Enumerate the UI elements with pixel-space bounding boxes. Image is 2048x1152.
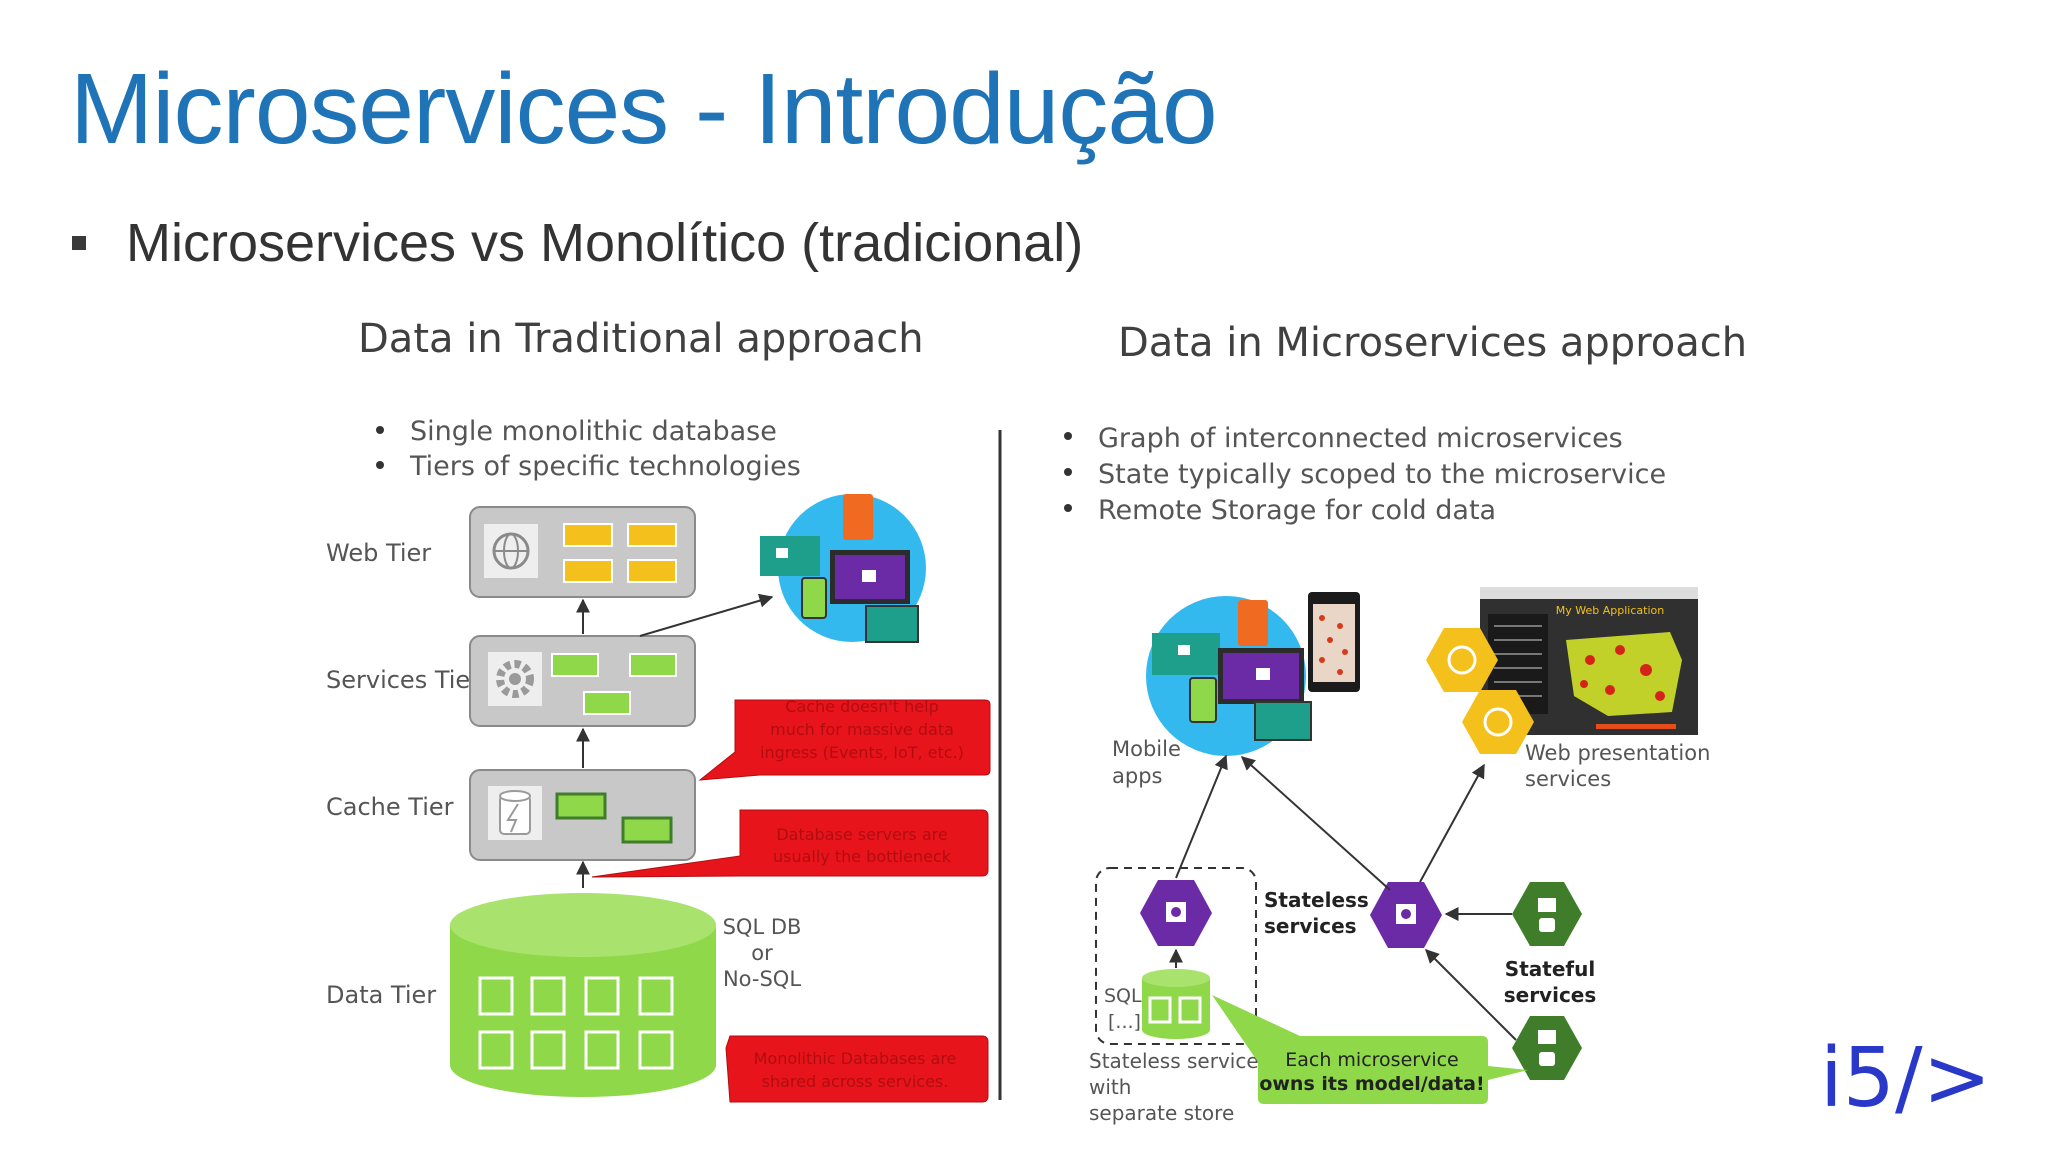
separate-store-group	[1095, 867, 1257, 1045]
gear-icon	[496, 660, 534, 698]
bullet-dot-icon	[1064, 432, 1072, 440]
bullet-dot-icon	[376, 426, 384, 434]
slide-bullet-text: Microservices vs Monolítico (tradicional…	[126, 213, 1084, 273]
stateless-label: Stateless	[1264, 888, 1369, 912]
data-tier-label: Data Tier	[326, 981, 436, 1009]
bullet-square-icon	[72, 236, 86, 250]
stateful-label: Stateful	[1505, 957, 1595, 981]
bullet-dot-icon	[1064, 504, 1072, 512]
microservices-bullet: Remote Storage for cold data	[1098, 495, 1496, 526]
traditional-bullet: Tiers of specific technologies	[409, 451, 801, 482]
services-tier-box	[469, 635, 696, 727]
db-type-label: SQL DB	[723, 915, 802, 939]
cache-icon	[499, 790, 531, 835]
services-tier-label: Services Tier	[326, 666, 480, 694]
cache-tier-label: Cache Tier	[326, 793, 454, 821]
cache-tier-box	[469, 769, 696, 861]
web-tier-box	[469, 506, 696, 598]
callout-text: ingress (Events, IoT, etc.)	[760, 743, 964, 762]
callout-text: much for massive data	[770, 720, 954, 739]
db-type-label: or	[751, 941, 773, 965]
db-type-label: No-SQL	[723, 967, 801, 991]
slide-bullet: Microservices vs Monolítico (tradicional…	[72, 212, 1083, 274]
sql-label: SQL	[1104, 985, 1142, 1007]
stateless-label: services	[1264, 914, 1357, 938]
globe-icon	[492, 532, 530, 570]
callout-text: usually the bottleneck	[773, 847, 952, 866]
separate-store-label: Stateless services	[1089, 1049, 1269, 1073]
stateful-service-icon	[1512, 1016, 1582, 1080]
mobile-apps-icon	[1146, 592, 1360, 756]
service-graph-arrows	[1175, 754, 1517, 1041]
i5-logo: i5/>	[1820, 1031, 1991, 1126]
bullet-dot-icon	[1064, 468, 1072, 476]
callout-text: Monolithic Databases are	[754, 1049, 957, 1068]
web-app-title: My Web Application	[1556, 604, 1664, 617]
bullet-dot-icon	[376, 461, 384, 469]
device-cluster-icon	[760, 494, 926, 643]
callout-db-bottleneck: Database servers are usually the bottlen…	[591, 809, 989, 878]
traditional-heading: Data in Traditional approach	[358, 316, 924, 362]
sql-label: [...]	[1108, 1011, 1141, 1033]
callout-text: Each microservice	[1285, 1049, 1459, 1071]
mobile-apps-label: apps	[1112, 764, 1162, 788]
mobile-apps-label: Mobile	[1112, 737, 1181, 761]
callout-cache: Cache doesn't help much for massive data…	[698, 697, 991, 781]
callout-text: owns its model/data!	[1259, 1073, 1484, 1095]
database-icon	[1142, 969, 1210, 1039]
tier-arrows	[576, 593, 774, 888]
separate-store-label: separate store	[1089, 1101, 1234, 1125]
traditional-bullets: Single monolithic database Tiers of spec…	[376, 416, 801, 482]
web-tier-label: Web Tier	[326, 539, 431, 567]
database-icon	[450, 893, 716, 1097]
hexagon-service-icon	[1140, 880, 1212, 946]
callout-text: Database servers are	[776, 825, 947, 844]
microservices-bullet: State typically scoped to the microservi…	[1098, 459, 1666, 490]
callout-text: Cache doesn't help	[785, 697, 938, 716]
microservices-heading: Data in Microservices approach	[1118, 320, 1747, 366]
stateful-label: services	[1504, 983, 1597, 1007]
callout-text: shared across services.	[762, 1072, 949, 1091]
callout-shared-db: Monolithic Databases are shared across s…	[725, 1035, 989, 1103]
web-presentation-label: Web presentation	[1525, 741, 1710, 765]
microservices-bullet: Graph of interconnected microservices	[1098, 423, 1623, 454]
separate-store-label: with	[1089, 1075, 1131, 1099]
microservices-bullets: Graph of interconnected microservices St…	[1064, 423, 1666, 526]
slide-title: Microservices - Introdução	[70, 53, 1218, 165]
web-presentation-label: services	[1525, 767, 1611, 791]
stateful-service-icon	[1512, 882, 1582, 946]
web-service-hexagon-icon	[1426, 628, 1534, 754]
hexagon-service-icon	[1370, 882, 1442, 948]
callout-owns-data: Each microservice owns its model/data!	[1212, 995, 1528, 1104]
traditional-bullet: Single monolithic database	[410, 416, 777, 447]
